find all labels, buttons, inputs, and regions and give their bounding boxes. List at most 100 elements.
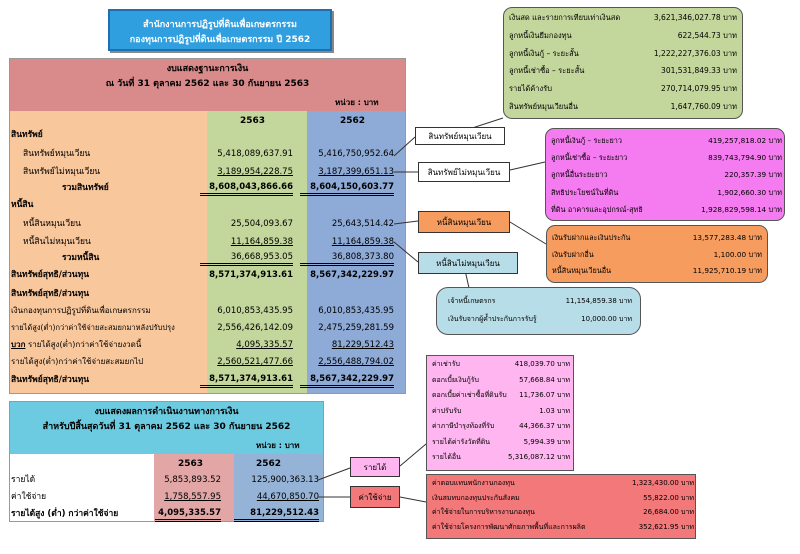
callout-item-value: 1.03 บาท [539,406,570,415]
perf-net-2563: 4,095,335.57 [155,509,221,522]
callout-noncurrent-liabilities [436,287,641,335]
balance-sheet [9,58,406,394]
perf-expense-2563: 1,758,557.95 [164,492,221,502]
callout-item-label: ค่าใช้จ่ายในการบริหารงานกองทุน [432,508,535,516]
row-noncurrent-liab-2562: 11,164,859.38 [331,237,394,247]
callout-item-label: เงินรับจากผู้ค้ำประกันการรับรู้ [448,314,537,323]
balance-col-2563 [207,111,307,393]
row-surplus-cf-label: รายได้สูง(ต่ำ)กว่าค่าใช้จ่ายสะสมยกไป [11,357,144,366]
perf-net-2562: 81,229,512.43 [234,509,319,522]
callout-item-value: 11,736.07 บาท [519,391,570,399]
row-surplus-bf-2562: 2,475,259,281.59 [318,323,394,333]
callout-item-value: 13,577,283.48 บาท [692,233,762,242]
perf-heading-1: งบแสดงผลการดำเนินงานทางการเงิน [94,407,239,417]
row-noncurrent-assets-2563: 3,189,954,228.75 [217,167,293,177]
callout-item-value: 26,684.00 บาท [643,508,694,516]
perf-heading-2: สำหรับปีสิ้นสุดวันที่ 31 ตุลาคม 2562 และ… [42,422,291,432]
perf-col-2562 [234,454,323,521]
title-banner: สำนักงานการปฏิรูปที่ดินเพื่อเกษตรกรรม กอ… [108,9,332,51]
callout-item-value: 11,925,710.19 บาท [692,266,762,275]
row-surplus-period-2563: 4,095,335.57 [236,340,293,350]
row-fund-2563: 6,010,853,435.95 [217,306,293,316]
row-surplus-period-prefix: บวก [11,340,26,349]
row-fund-2562: 6,010,853,435.95 [318,306,394,316]
row-total-assets-label: รวมสินทรัพย์ [62,183,109,193]
row-current-assets-2563: 5,418,089,637.91 [217,149,293,159]
row-fund-label: เงินกองทุนการปฏิรูปที่ดินเพื่อเกษตรกรรม [11,306,151,315]
row-surplus-period-label: บวก รายได้สูง(ต่ำ)กว่าค่าใช้จ่ายงวดนี้ [11,341,141,349]
label-current-liabilities: หนี้สินหมุนเวียน [418,211,510,233]
row-current-assets-label: สินทรัพย์หมุนเวียน [23,149,91,159]
callout-expense [426,474,696,539]
row-total-liab-2562: 36,808,373.80 [300,253,394,266]
row-total-assets-2563: 8,608,043,866.66 [200,183,293,196]
perf-revenue-2562: 125,900,363.13 [251,475,319,485]
row-noncurrent-assets-label: สินทรัพย์ไม่หมุนเวียน [23,167,101,177]
callout-item-label: ค่าเช่ารับ [432,360,460,368]
callout-item-value: 270,714,079.95 บาท [661,84,737,94]
callout-item-value: 5,316,087.12 บาท [508,453,570,461]
callout-item-label: ลูกหนี้เช่าซื้อ – ระยะยาว [551,153,628,163]
callout-item-value: 1,323,430.00 บาท [632,479,694,487]
callout-item-label: หนี้สินหมุนเวียนอื่น [552,266,612,275]
perf-revenue-label: รายได้ [11,475,36,485]
perf-expense-label: ค่าใช้จ่าย [11,492,47,502]
callout-item-value: 352,621.95 บาท [638,522,694,531]
balance-unit: หน่วย : บาท [335,98,379,107]
callout-item-label: ลูกหนี้เช่าซื้อ – ระยะสั้น [509,66,585,76]
callout-item-label: ค่าใช้จ่ายโครงการพัฒนาศักยภาพพื้นที่และก… [432,522,586,531]
row-surplus-period-2562: 81,229,512.43 [331,340,394,350]
callout-item-value: 1,902,660.30 บาท [717,187,782,197]
callout-item-value: 5,994.39 บาท [523,437,570,446]
row-total-liab-2563: 36,668,953.05 [200,253,293,266]
perf-expense-2562: 44,670,850.70 [256,492,319,502]
row-current-assets-2562: 5,416,750,952.64 [318,149,394,159]
callout-noncurrent-assets [545,128,785,221]
row-net-assets-2562: 8,567,342,229.97 [310,270,394,280]
perf-unit: หน่วย : บาท [256,441,300,450]
callout-item-label: ลูกหนี้อื่นระยะยาว [551,170,608,180]
balance-col-2562 [307,111,405,393]
row-noncurrent-assets-2562: 3,187,399,651.13 [318,167,394,177]
label-expense: ค่าใช้จ่าย [350,486,400,508]
callout-item-label: ลูกหนี้เงินกู้ – ระยะสั้น [509,48,579,58]
row-surplus-bf-label: รายได้สูง(ต่ำ)กว่าค่าใช้จ่ายสะสมยกมาหลัง… [11,323,175,332]
row-surplus-cf-2563: 2,560,521,477.66 [217,357,293,367]
callout-item-label: ค่าภาษีบำรุงท้องที่รับ [432,422,495,430]
callout-item-label: รายได้อื่น [432,453,461,461]
performance-statement [9,401,324,522]
row-current-liab-2563: 25,504,093.67 [230,219,293,229]
balance-label-col [10,111,207,393]
row-liabilities-header: หนี้สิน [11,200,34,210]
callout-item-label: ค่าปรับรับ [432,406,462,415]
row-assets-header: สินทรัพย์ [11,130,43,140]
title-line-1: สำนักงานการปฏิรูปที่ดินเพื่อเกษตรกรรม [143,20,297,30]
balance-heading-2: ณ วันที่ 31 ตุลาคม 2562 และ 30 กันยายน 2… [105,79,310,89]
balance-year-2563: 2563 [240,116,266,126]
perf-revenue-2563: 5,853,893.52 [164,475,221,485]
row-surplus-period-text: รายได้สูง(ต่ำ)กว่าค่าใช้จ่ายงวดนี้ [25,340,142,349]
row-equity-total-2563: 8,571,374,913.61 [200,375,293,388]
callout-item-value: 419,257,818.02 บาท [708,136,782,145]
callout-item-label: ลูกหนี้เงินกู้ – ระยะยาว [551,136,622,145]
callout-item-label: รายได้ค่ารังวัดที่ดิน [432,437,491,446]
perf-year-2563: 2563 [178,459,204,469]
callout-item-value: 10,000.00 บาท [581,314,632,323]
label-noncurrent-assets: สินทรัพย์ไม่หมุนเวียน [418,162,510,182]
row-noncurrent-liab-label: หนี้สินไม่หมุนเวียน [23,237,91,247]
label-noncurrent-liabilities: หนี้สินไม่หมุนเวียน [418,252,518,274]
callout-item-value: 1,222,227,376.03 บาท [653,48,737,58]
callout-item-value: 622,544.73 บาท [677,30,737,40]
row-net-assets-2563: 8,571,374,913.61 [209,270,293,280]
callout-current-liabilities [546,225,768,283]
label-current-assets: สินทรัพย์หมุนเวียน [415,127,505,145]
row-current-liab-label: หนี้สินหมุนเวียน [23,219,81,229]
callout-item-label: เงินรับฝากอื่น [552,249,594,259]
perf-header-band [10,402,323,454]
callout-item-value: 44,366.37 บาท [519,422,570,430]
callout-item-label: ค่าตอบแทนพนักงานกองทุน [432,479,515,487]
row-current-liab-2562: 25,643,514.42 [331,219,394,229]
callout-item-label: สินทรัพย์หมุนเวียนอื่น [509,102,578,111]
callout-item-value: 301,531,849.33 บาท [661,66,737,76]
callout-item-label: ลูกหนี้เงินยืมกองทุน [509,30,572,40]
